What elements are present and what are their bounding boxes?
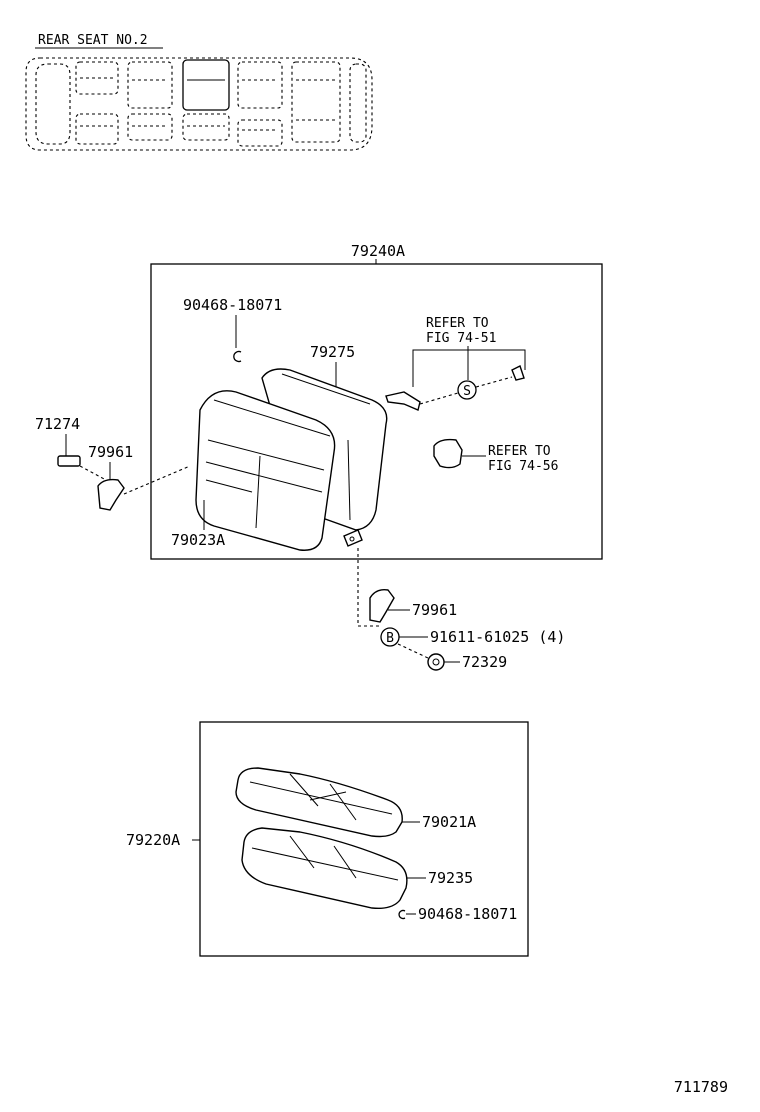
screw-symbol-icon [457,380,477,400]
cushion-cover-label: 79021A [422,813,476,831]
side-parts: 71274 79961 79961 B 91611-61025 (4) 7232… [35,415,565,671]
refer-lower-line1: REFER TO [488,444,551,459]
cushion-group: 79220A 79021A 79235 90468-18071 [126,721,529,957]
seat-lock-part [433,438,463,469]
backrest-assembly-box [150,263,603,560]
cushion-pad-part [241,827,408,910]
locator-title: REAR SEAT NO.2 [38,33,148,48]
back-cover-label: 79023A [171,531,225,549]
bolt-symbol: B [386,631,394,646]
highlighted-seat [182,59,230,111]
seat-row-lower [75,113,283,147]
cushion-clip-label: 90468-18071 [418,905,517,923]
back-clip-part [511,365,525,381]
bolt-label: 91611-61025 (4) [430,628,565,646]
hinge-right-part [369,588,395,623]
refer-upper-line1: REFER TO [426,316,489,331]
dashboard-outline [35,63,71,145]
back-frame-label: 79275 [310,343,355,361]
seat-row-upper [75,59,367,143]
cap-label: 71274 [35,415,80,433]
screw-symbol: S [463,384,471,399]
hinge-mount-bracket [343,529,363,547]
seat-locator: REAR SEAT NO.2 [25,33,373,151]
back-hook-part [385,391,421,411]
cushion-assembly-box [199,721,529,957]
nut-label: 72329 [462,653,507,671]
cushion-assembly-label: 79220A [126,831,180,849]
refer-upper-line2: FIG 74-51 [426,331,496,346]
backrest-assembly-label: 79240A [351,242,405,260]
hinge-left-label: 79961 [88,443,133,461]
figure-id: 711789 [674,1078,728,1096]
hinge-left-part [97,478,125,511]
vehicle-outline [25,57,373,151]
backrest-group: 79240A 90468-18071 79275 79023A REFER TO… [150,242,603,560]
refer-lower-line2: FIG 74-56 [488,459,558,474]
backrest-clip-label: 90468-18071 [183,296,282,314]
cap-part [57,455,81,467]
cushion-clip-icon [398,909,406,920]
cushion-cover-part [235,767,403,838]
cushion-pad-label: 79235 [428,869,473,887]
nut-part [427,653,445,671]
hinge-right-label: 79961 [412,601,457,619]
backrest-clip-icon [233,350,242,363]
